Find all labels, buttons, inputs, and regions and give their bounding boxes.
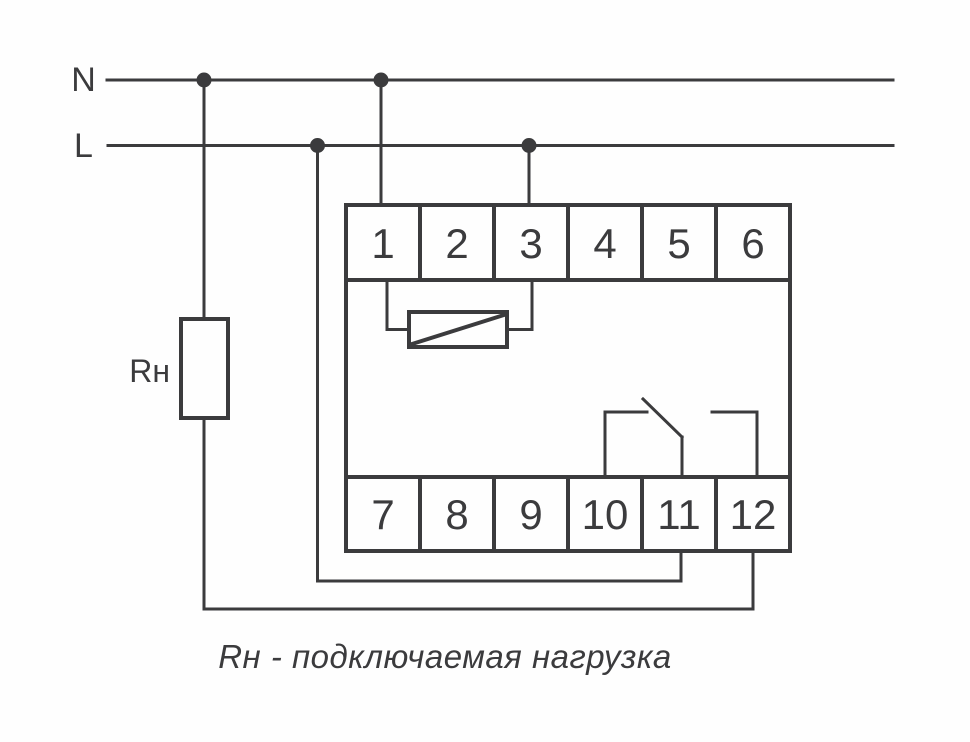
terminal-8: 8 — [445, 491, 469, 538]
terminal-6: 6 — [741, 219, 765, 267]
bus-wires — [105, 78, 895, 147]
coil-lead-terminal-1 — [385, 278, 411, 331]
line-bus-label: L — [74, 127, 94, 165]
terminal-4: 4 — [593, 219, 617, 267]
terminal-1: 1 — [371, 219, 395, 267]
terminal-10: 10 — [581, 491, 629, 538]
coil-diagonal — [409, 312, 507, 347]
coil-lead-terminal-3 — [505, 278, 534, 331]
junction-dot-l-term11 — [310, 138, 325, 153]
terminal-5: 5 — [667, 219, 691, 267]
wire-line-to-terminal-11 — [316, 144, 683, 583]
load-label: Rн — [129, 353, 170, 389]
contact-lead-terminal-12 — [710, 410, 759, 479]
terminal-2: 2 — [445, 219, 469, 267]
terminal-7: 7 — [371, 491, 395, 538]
relay-coil-symbol — [385, 278, 534, 349]
contact-lead-terminal-10 — [603, 410, 649, 479]
terminal-3: 3 — [519, 219, 543, 267]
junction-dots — [196, 72, 537, 153]
terminal-12: 12 — [729, 491, 777, 538]
neutral-bus-label: N — [71, 61, 97, 99]
relay-contact-symbol — [603, 396, 759, 479]
terminal-dividers — [418, 203, 718, 553]
terminal-11: 11 — [657, 491, 701, 538]
caption: Rн - подключаемая нагрузка — [218, 638, 672, 675]
device-body — [344, 203, 792, 553]
junction-dot-l-term3 — [521, 138, 537, 153]
load-resistor-symbol — [179, 317, 230, 420]
wire-load-to-terminal-12 — [202, 416, 755, 611]
contact-blade — [640, 396, 685, 440]
connection-wires — [202, 78, 755, 611]
terminal-9: 9 — [519, 491, 543, 538]
junction-dot-n-term1 — [373, 72, 389, 88]
junction-dot-n-load — [196, 72, 212, 88]
